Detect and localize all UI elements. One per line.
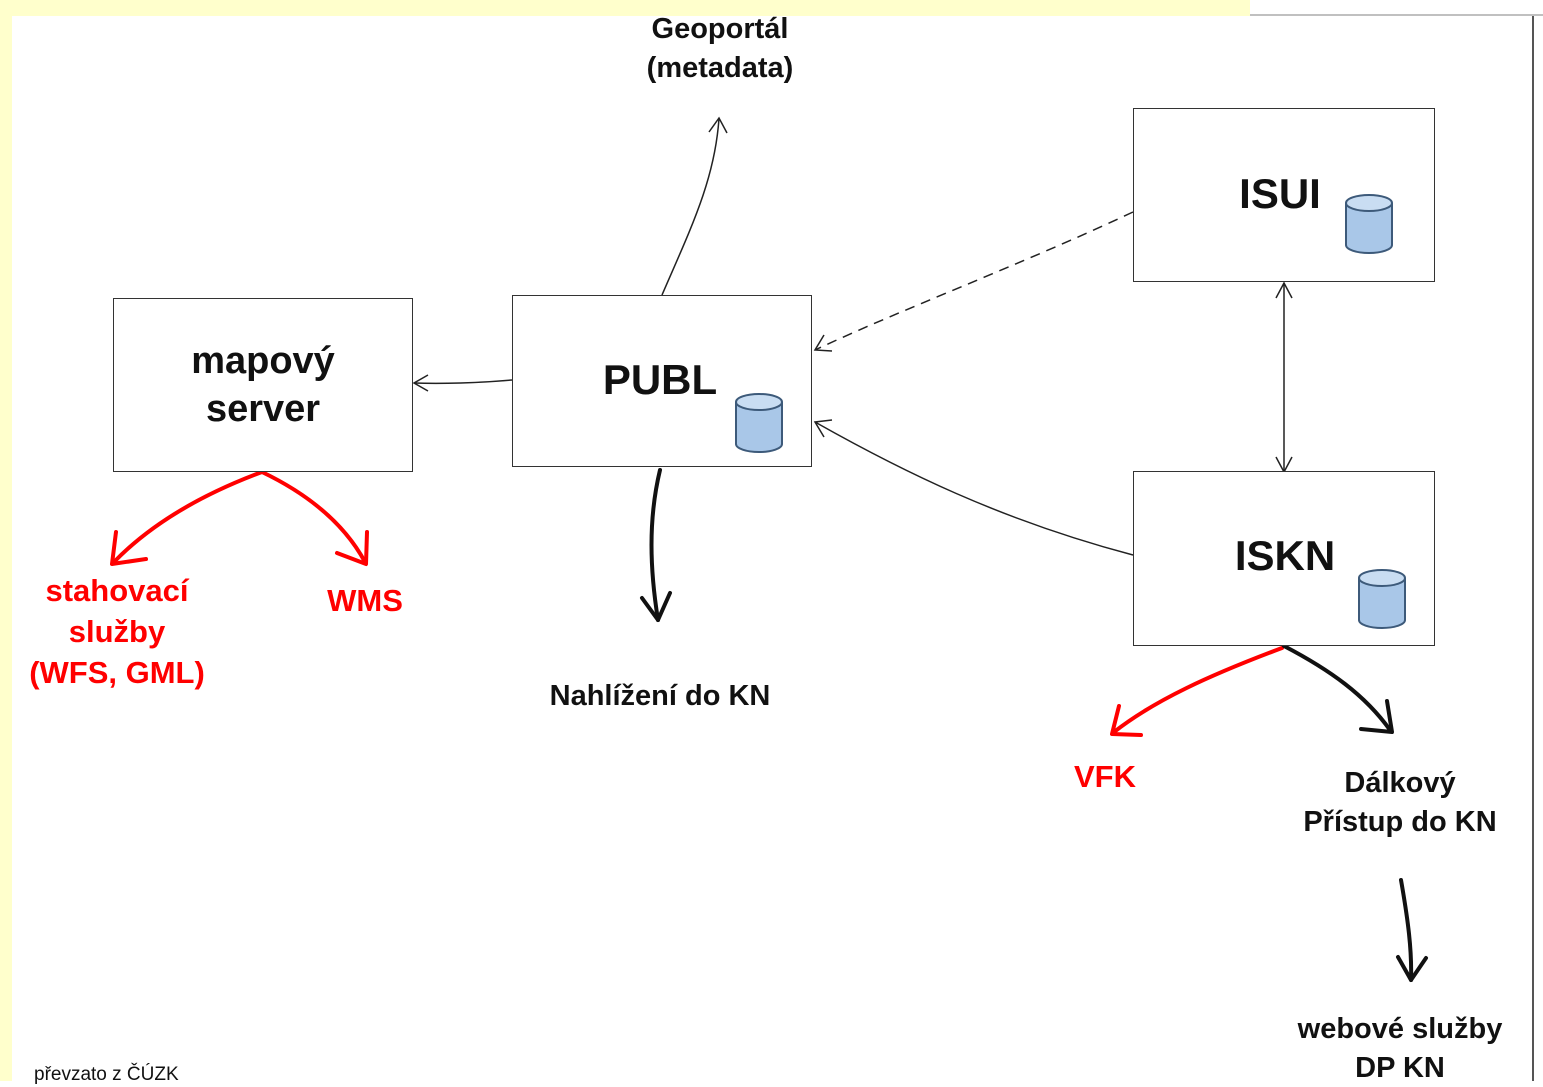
arrowhead-dalkovy	[1359, 699, 1394, 734]
arrow-iskn-to-vfk	[1112, 646, 1284, 734]
arrowhead-publ-dashed	[813, 334, 833, 352]
arrow-publ-to-mapovy-server	[413, 379, 513, 385]
background-stripe-left	[0, 0, 12, 1081]
wms-label: WMS	[327, 583, 403, 618]
corner-box	[1250, 0, 1543, 16]
database-icon	[1358, 569, 1406, 629]
isui-label: ISUI	[1239, 170, 1321, 217]
isui-box	[1133, 108, 1435, 282]
arrowhead-wms	[335, 530, 369, 566]
arrowhead-webove	[1396, 955, 1428, 982]
source-credit: převzato z ČÚZK	[34, 1064, 179, 1085]
arrowhead-publ-solid	[813, 419, 833, 438]
mapovy-server-box	[113, 298, 413, 472]
arrowhead-mapovy-server	[412, 374, 429, 392]
arrowhead-vfk	[1110, 704, 1143, 737]
iskn-label: ISKN	[1234, 532, 1336, 579]
arrowhead-isui	[1275, 281, 1293, 299]
geoportal-label: Geoportál (metadata)	[646, 13, 794, 84]
arrow-dalkovy-to-webove	[1399, 878, 1414, 982]
stahovaci-sluzby-label: stahovací služby (WFS, GML)	[29, 573, 205, 691]
mapovy-server-label: mapový server	[191, 340, 335, 430]
nahlizeni-label: Nahlížení do KN	[549, 680, 771, 712]
database-icon	[735, 393, 783, 453]
arrow-isui-to-publ	[814, 211, 1134, 351]
arrow-publ-to-nahlizeni	[649, 468, 662, 622]
database-icon	[1345, 194, 1393, 254]
arrowhead-nahlizeni	[640, 591, 672, 622]
arrow-server-to-stahovaci	[112, 470, 264, 564]
background-stripe-top	[0, 0, 1250, 16]
arrowhead-stahovaci	[110, 530, 148, 566]
vfk-label: VFK	[1074, 759, 1136, 794]
arrowhead-geoportal	[708, 116, 728, 134]
webove-sluzby-label: webové služby DP KN	[1297, 1013, 1503, 1084]
right-divider	[1532, 16, 1534, 1081]
arrow-iskn-to-dalkovy	[1282, 644, 1392, 732]
arrow-iskn-to-publ	[814, 421, 1134, 556]
dalkovy-pristup-label: Dálkový Přístup do KN	[1303, 767, 1497, 838]
arrow-server-to-wms	[260, 470, 367, 564]
arrow-publ-to-geoportal	[661, 117, 720, 296]
publ-label: PUBL	[602, 356, 718, 403]
